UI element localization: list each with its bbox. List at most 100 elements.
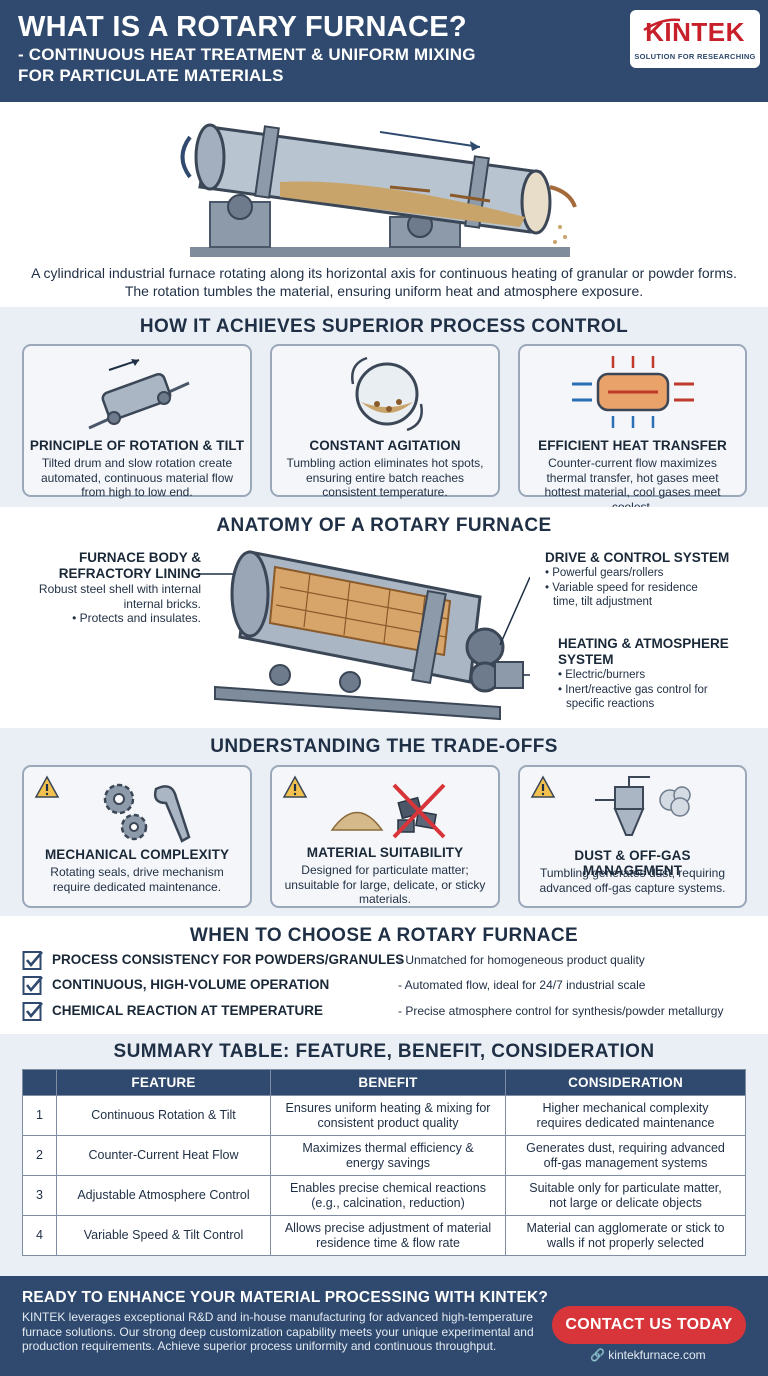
card-material-suitability: MATERIAL SUITABILITY Designed for partic… <box>270 765 500 908</box>
consideration-line: Generates dust, requiring advanced <box>526 1140 725 1155</box>
card-constant-agitation: CONSTANT AGITATION Tumbling action elimi… <box>270 344 500 499</box>
rotary-furnace-illustration-icon <box>180 123 577 257</box>
row-num: 2 <box>22 1135 57 1176</box>
row-feature: Counter-Current Heat Flow <box>56 1135 271 1176</box>
checkbox-checked-icon <box>22 976 43 995</box>
row-feature: Continuous Rotation & Tilt <box>56 1095 271 1136</box>
table-row: 1 Continuous Rotation & Tilt Ensures uni… <box>22 1095 746 1136</box>
card-title: MATERIAL SUITABILITY <box>306 845 464 860</box>
choose-item-label: PROCESS CONSISTENCY FOR POWDERS/GRANULES <box>52 952 405 967</box>
choose-item: CHEMICAL REACTION AT TEMPERATURE - Preci… <box>0 1000 768 1024</box>
row-benefit: Maximizes thermal efficiency &energy sav… <box>270 1135 506 1176</box>
card-rotation-tilt: PRINCIPLE OF ROTATION & TILT Tilted drum… <box>22 344 252 499</box>
heat-transfer-icon <box>572 356 694 428</box>
website-link[interactable]: 🔗 kintekfurnace.com <box>590 1348 706 1362</box>
page-title: WHAT IS A ROTARY FURNACE? <box>18 11 467 43</box>
furnace-body-title-2: REFRACTORY LINING <box>58 566 201 581</box>
drive-item: • Powerful gears/rollers <box>545 567 664 579</box>
row-num: 4 <box>22 1215 57 1256</box>
choose-item-detail: - Automated flow, ideal for 24/7 industr… <box>398 978 646 992</box>
benefit-line: (e.g., calcination, reduction) <box>311 1195 465 1210</box>
benefit-line: Maximizes thermal efficiency & <box>302 1140 474 1155</box>
card-mechanical-complexity: MECHANICAL COMPLEXITY Rotating seals, dr… <box>22 765 252 908</box>
table-header-feature: FEATURE <box>56 1069 271 1096</box>
kintek-logo[interactable]: KINTEK SOLUTION FOR RESEARCHING <box>630 10 760 68</box>
heating-item: • Electric/burners <box>558 669 646 681</box>
furnace-body-desc-2: internal bricks. <box>123 596 201 611</box>
consideration-line: off-gas management systems <box>543 1155 708 1170</box>
tradeoffs-title: UNDERSTANDING THE TRADE-OFFS <box>210 736 558 757</box>
label-furnace-body: FURNACE BODY & REFRACTORY LINING Robust … <box>36 550 201 626</box>
contact-us-button[interactable]: CONTACT US TODAY <box>552 1306 746 1344</box>
furnace-body-title-1: FURNACE BODY & <box>78 550 201 565</box>
card-title: EFFICIENT HEAT TRANSFER <box>538 438 727 453</box>
logo-tagline: SOLUTION FOR RESEARCHING <box>634 52 756 61</box>
benefit-line: Enables precise chemical reactions <box>290 1180 486 1195</box>
warning-icon <box>282 775 308 798</box>
table-row: 2 Counter-Current Heat Flow Maximizes th… <box>22 1135 746 1176</box>
choose-item: CONTINUOUS, HIGH-VOLUME OPERATION - Auto… <box>0 974 768 998</box>
drive-title: DRIVE & CONTROL SYSTEM <box>545 550 730 565</box>
table-header-row: FEATURE BENEFIT CONSIDERATION <box>22 1069 746 1096</box>
heating-item: specific reactions <box>566 698 655 710</box>
anatomy-section: ANATOMY OF A ROTARY FURNACE FURNACE BODY… <box>0 507 768 728</box>
card-description: Counter-current flow maximizes thermal t… <box>544 456 721 514</box>
consideration-line: walls if not properly selected <box>546 1235 705 1250</box>
process-control-section: HOW IT ACHIEVES SUPERIOR PROCESS CONTROL… <box>0 307 768 514</box>
choose-item-detail: - Unmatched for homogeneous product qual… <box>398 953 645 967</box>
consideration-line: Material can agglomerate or stick to <box>526 1220 725 1235</box>
card-description: Designed for particulate matter; unsuita… <box>284 863 486 906</box>
anatomy-title: ANATOMY OF A ROTARY FURNACE <box>216 515 552 536</box>
furnace-body-desc-1: Robust steel shell with internal <box>38 582 201 596</box>
consideration-line: Higher mechanical complexity <box>542 1100 709 1115</box>
table-row: 4 Variable Speed & Tilt Control Allows p… <box>22 1215 746 1256</box>
label-heating-atmosphere: HEATING & ATMOSPHERE SYSTEM • Electric/b… <box>558 636 763 712</box>
heating-title-2: SYSTEM <box>558 652 614 667</box>
drive-item: • Variable speed for residence <box>545 581 698 594</box>
warning-icon <box>530 775 556 798</box>
choose-item-detail: - Precise atmosphere control for synthes… <box>398 1004 724 1018</box>
footer-title: READY TO ENHANCE YOUR MATERIAL PROCESSIN… <box>22 1289 549 1306</box>
when-to-choose-section: WHEN TO CHOOSE A ROTARY FURNACE PROCESS … <box>0 916 768 1034</box>
tilted-drum-icon <box>88 359 190 430</box>
consideration-line: not large or delicate objects <box>549 1195 702 1210</box>
checkbox-checked-icon <box>22 1002 43 1021</box>
choose-item-label: CONTINUOUS, HIGH-VOLUME OPERATION <box>52 977 330 992</box>
card-heat-transfer: EFFICIENT HEAT TRANSFER Counter-current … <box>518 344 747 514</box>
consideration-line: Suitable only for particulate matter, <box>529 1180 722 1195</box>
table-row: 3 Adjustable Atmosphere Control Enables … <box>22 1175 746 1216</box>
choose-item-label: CHEMICAL REACTION AT TEMPERATURE <box>52 1003 323 1018</box>
when-to-choose-title: WHEN TO CHOOSE A ROTARY FURNACE <box>189 925 579 946</box>
benefit-line: energy savings <box>345 1155 431 1170</box>
powder-vs-chunks-icon <box>330 783 446 839</box>
card-description: Tumbling action eliminates hot spots, en… <box>286 456 484 499</box>
card-description: Tilted drum and slow rotation create aut… <box>40 456 234 499</box>
card-dust-offgas: DUST & OFF-GAS MANAGEMENT Tumbling gener… <box>518 765 747 908</box>
heating-title-1: HEATING & ATMOSPHERE <box>558 636 729 651</box>
warning-icon <box>34 775 60 798</box>
summary-table: FEATURE BENEFIT CONSIDERATION 1 Continuo… <box>22 1069 746 1256</box>
row-consideration: Suitable only for particulate matter,not… <box>505 1175 746 1216</box>
row-feature: Adjustable Atmosphere Control <box>56 1175 271 1216</box>
card-title: PRINCIPLE OF ROTATION & TILT <box>29 438 245 453</box>
table-header-benefit: BENEFIT <box>270 1069 506 1096</box>
consideration-line: requires dedicated maintenance <box>536 1115 715 1130</box>
heating-item: • Inert/reactive gas control for <box>558 683 708 696</box>
row-benefit: Enables precise chemical reactions(e.g.,… <box>270 1175 506 1216</box>
furnace-anatomy-illustration-icon <box>200 550 530 721</box>
card-title: MECHANICAL COMPLEXITY <box>44 847 230 862</box>
intro-description: A cylindrical industrial furnace rotatin… <box>31 265 737 299</box>
page-subtitle-line1: - CONTINUOUS HEAT TREATMENT & UNIFORM MI… <box>18 45 476 64</box>
card-title: CONSTANT AGITATION <box>309 438 461 453</box>
cyclone-dust-icon <box>595 776 691 836</box>
furnace-body-desc-3: • Protects and insulates. <box>72 611 201 625</box>
benefit-line: consistent product quality <box>317 1115 459 1130</box>
table-header-num <box>22 1069 57 1096</box>
process-control-title: HOW IT ACHIEVES SUPERIOR PROCESS CONTROL <box>139 316 629 337</box>
tradeoffs-section: UNDERSTANDING THE TRADE-OFFS MECHANICAL … <box>0 728 768 916</box>
